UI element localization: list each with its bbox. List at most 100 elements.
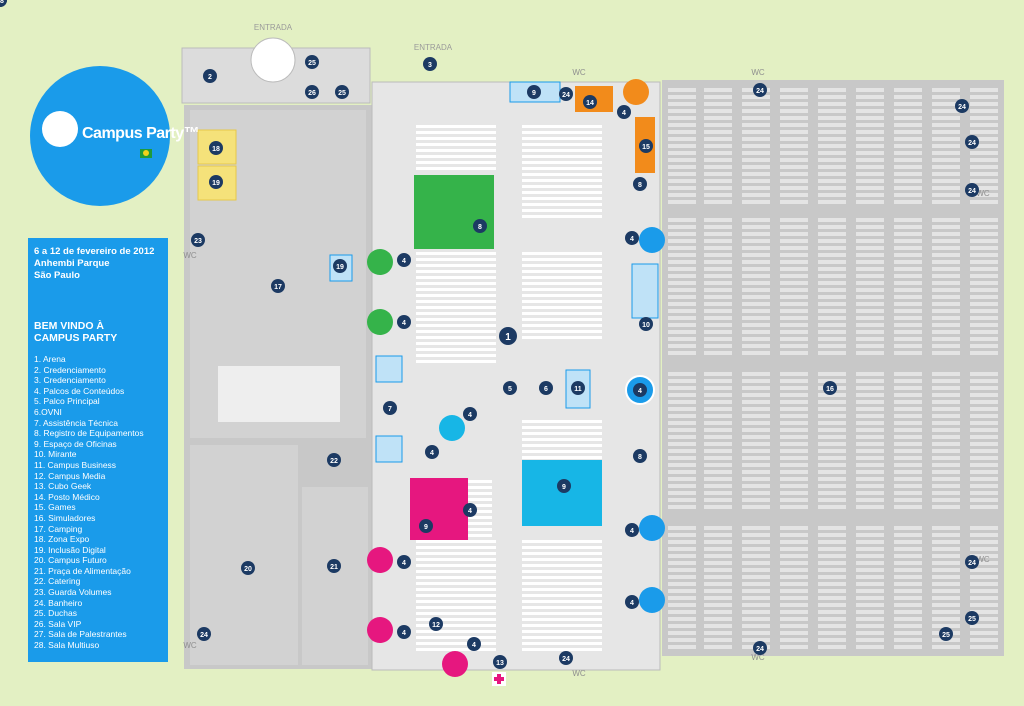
tent-row: [856, 330, 884, 334]
tent-row: [668, 144, 696, 148]
marker-dot: [753, 83, 767, 97]
tent-row: [780, 288, 808, 292]
tent-row: [894, 638, 922, 642]
tent-row: [932, 372, 960, 376]
tent-row: [970, 428, 998, 432]
seating-row: [466, 528, 492, 531]
tent-row: [704, 428, 732, 432]
tent-row: [970, 603, 998, 607]
tent-row: [970, 218, 998, 222]
tent-row: [932, 603, 960, 607]
tent-row: [668, 498, 696, 502]
tent-row: [856, 463, 884, 467]
seating-row: [416, 594, 496, 597]
tent-row: [742, 109, 770, 113]
content-stages: [367, 79, 665, 677]
tent-row: [894, 239, 922, 243]
stage-mark: [367, 249, 393, 275]
seating-row: [416, 342, 496, 345]
tent-row: [704, 186, 732, 190]
tent-row: [742, 610, 770, 614]
tent-row: [668, 540, 696, 544]
marker-label: 9: [562, 484, 566, 491]
tent-row: [856, 386, 884, 390]
tent-row: [932, 302, 960, 306]
tent-row: [818, 568, 846, 572]
marker-dot: [209, 175, 223, 189]
tent-row: [780, 344, 808, 348]
tent-row: [932, 624, 960, 628]
marker-dot: [625, 231, 639, 245]
tent-row: [704, 344, 732, 348]
tent-row: [970, 102, 998, 106]
marker-label: 1: [505, 332, 511, 343]
marker-label: 8: [638, 454, 642, 461]
seating-row: [522, 438, 602, 441]
tent-row: [668, 302, 696, 306]
tent-row: [704, 200, 732, 204]
tent-row: [818, 645, 846, 649]
tent-row: [742, 137, 770, 141]
marker-label: 23: [194, 238, 202, 245]
tent-row: [668, 116, 696, 120]
legend-item: 19. Inclusão Digital: [34, 544, 106, 555]
tent-row: [780, 130, 808, 134]
tent-row: [856, 407, 884, 411]
seating-row: [522, 648, 602, 651]
tent-row: [818, 116, 846, 120]
tent-row: [970, 596, 998, 600]
legend-item: 6.OVNI: [34, 406, 62, 417]
tent-row: [704, 491, 732, 495]
tent-row: [780, 449, 808, 453]
tent-row: [932, 477, 960, 481]
tent-row: [894, 603, 922, 607]
tent-row: [780, 596, 808, 600]
tent-row: [856, 344, 884, 348]
marker-dot: [191, 233, 205, 247]
tent-row: [894, 288, 922, 292]
marker-label: 8: [638, 182, 642, 189]
tent-row: [742, 414, 770, 418]
tent-row: [932, 505, 960, 509]
tent-row: [932, 575, 960, 579]
tent-row: [894, 582, 922, 586]
tent-row: [970, 505, 998, 509]
seating-row: [466, 492, 492, 495]
tent-row: [818, 158, 846, 162]
tent-row: [742, 253, 770, 257]
tent-row: [704, 442, 732, 446]
seating-row: [522, 149, 602, 152]
tent-row: [668, 281, 696, 285]
tent-row: [894, 165, 922, 169]
tent-row: [742, 372, 770, 376]
legend-item: 21. Praça de Alimentação: [34, 565, 131, 576]
tent-row: [932, 274, 960, 278]
tent-row: [818, 449, 846, 453]
tent-row: [932, 102, 960, 106]
tent-row: [932, 130, 960, 134]
tent-row: [818, 351, 846, 355]
marker-label: 22: [330, 458, 338, 465]
tent-row: [668, 232, 696, 236]
tent-row: [970, 421, 998, 425]
wc-label: WC: [183, 251, 197, 260]
tent-row: [894, 309, 922, 313]
tent-row: [742, 158, 770, 162]
tent-row: [970, 407, 998, 411]
tent-row: [668, 379, 696, 383]
stage-mark: [442, 651, 468, 677]
marker-label: 24: [958, 104, 966, 111]
tent-row: [668, 260, 696, 264]
tent-row: [704, 400, 732, 404]
tent-row: [742, 582, 770, 586]
tent-row: [970, 379, 998, 383]
marker-label: 19: [212, 180, 220, 187]
tent-row: [668, 400, 696, 404]
tent-row: [818, 582, 846, 586]
marker-dot: [383, 401, 397, 415]
tent-row: [704, 172, 732, 176]
tent-row: [742, 533, 770, 537]
marker-dot: [419, 519, 433, 533]
tent-row: [970, 351, 998, 355]
tent-row: [704, 116, 732, 120]
